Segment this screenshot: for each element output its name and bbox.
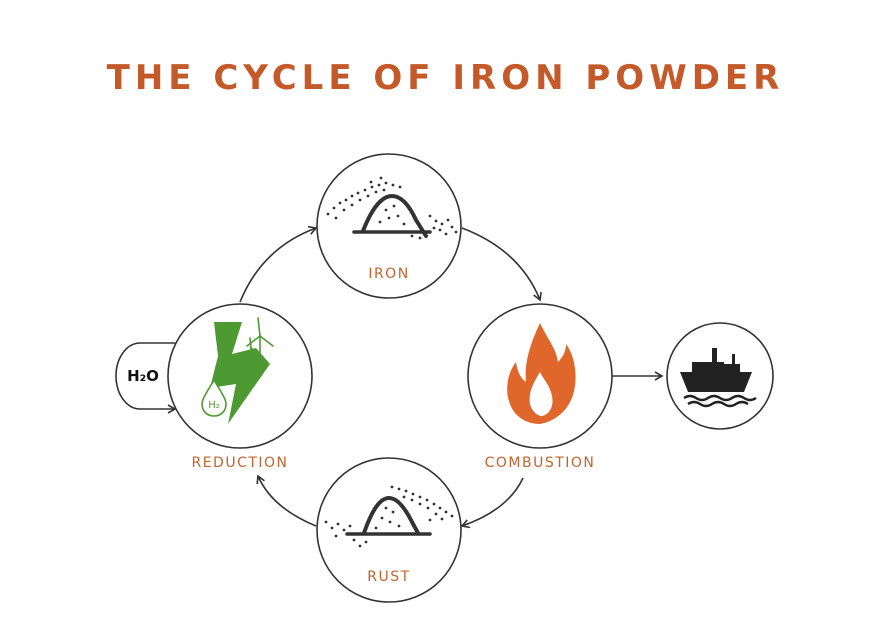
node-reduction: H₂ REDUCTION: [167, 303, 313, 471]
h2o-input-loop: [115, 342, 177, 414]
node-rust: RUST: [316, 457, 462, 603]
node-combustion: COMBUSTION: [467, 303, 613, 471]
node-label-rust: RUST: [367, 569, 410, 585]
h2o-label: H₂O: [127, 367, 159, 385]
node-label-combustion: COMBUSTION: [485, 455, 596, 471]
node-label-iron: IRON: [368, 266, 409, 282]
node-iron: IRON: [316, 153, 462, 299]
h2-badge-label: H₂: [208, 400, 220, 411]
node-output-ship: [666, 322, 774, 430]
powder-pile-icon: [324, 485, 454, 548]
arrow-reduction-to-iron: [239, 225, 318, 303]
arrow-combustion-to-rust: [460, 477, 524, 529]
node-label-reduction: REDUCTION: [191, 455, 288, 471]
ship-icon: [680, 348, 757, 408]
lightning-bolt-icon: [210, 322, 270, 424]
arrow-rust-to-reduction: [256, 474, 317, 527]
hydrogen-drop-icon: H₂: [201, 378, 227, 417]
flame-icon: [507, 323, 576, 424]
arrow-iron-to-combustion: [461, 227, 542, 302]
lightning-wind-turbine-icon: H₂: [201, 317, 274, 424]
powder-pile-icon: [326, 176, 458, 240]
diagram-title: THE CYCLE OF IRON POWDER: [106, 58, 785, 98]
